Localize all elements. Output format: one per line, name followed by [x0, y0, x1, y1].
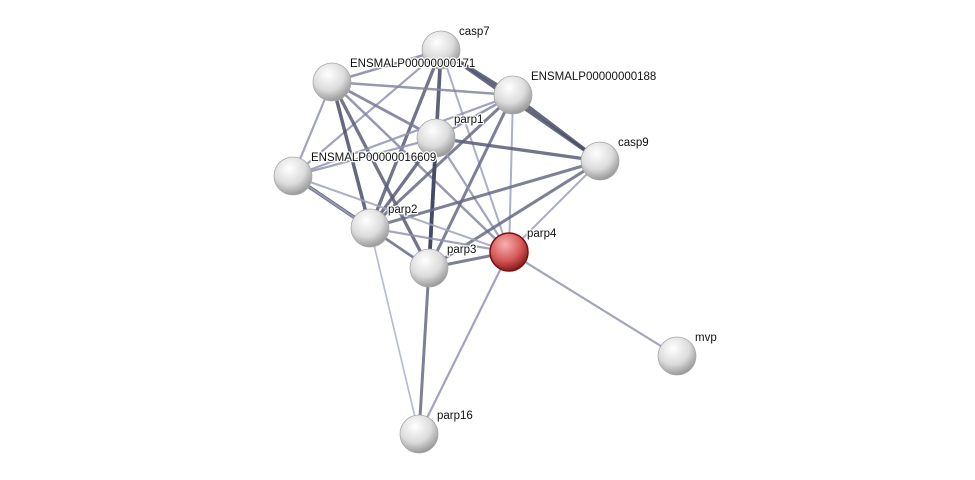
edge-parp1-parp3[interactable] — [427, 137, 438, 269]
edge-parp1-ENSMALP00000016609[interactable] — [292, 136, 437, 178]
edge-ENSMALP00000016609-parp4[interactable] — [292, 175, 510, 253]
edge-ENSMALP00000000171-ENSMALP00000000188[interactable] — [331, 80, 514, 97]
node-parp2[interactable] — [350, 208, 390, 248]
node-label-casp7: casp7 — [459, 26, 490, 38]
label-layer: ENSMALP00000000171 casp7ENSMALP0000000018… — [310, 25, 718, 424]
edge-parp1-casp9[interactable] — [435, 136, 601, 163]
node-label-parp16: parp16 — [437, 410, 473, 422]
node-ENSMALP00000000171[interactable] — [312, 62, 352, 102]
edge-parp1-parp4[interactable] — [435, 137, 510, 253]
node-label-parp2: parp2 — [388, 204, 417, 216]
node-label-casp9: casp9 — [618, 137, 649, 149]
node-layer — [273, 30, 697, 454]
edge-layer — [291, 48, 678, 435]
node-label-ENSMALP00000016609: ENSMALP00000016609 — [311, 152, 436, 164]
node-label-parp3: parp3 — [447, 244, 476, 256]
node-label-ENSMALP00000000171: ENSMALP00000000171 — [350, 58, 475, 70]
node-casp9[interactable] — [580, 141, 620, 181]
edge-ENSMALP00000000171-parp3[interactable] — [330, 81, 431, 269]
edge-parp2-parp16[interactable] — [369, 227, 420, 435]
node-label-mvp: mvp — [695, 332, 717, 344]
edge-parp3-parp16[interactable] — [417, 267, 431, 435]
edge-ENSMALP00000000188-parp2[interactable] — [368, 93, 515, 230]
edge-parp4-parp16[interactable] — [418, 251, 510, 435]
edge-casp7-parp4[interactable] — [440, 49, 510, 253]
node-mvp[interactable] — [657, 336, 697, 376]
node-parp3[interactable] — [409, 248, 449, 288]
edge-casp9-parp3[interactable] — [428, 159, 601, 270]
node-parp16[interactable] — [399, 414, 439, 454]
edge-parp4-mvp[interactable] — [508, 251, 678, 357]
node-label-parp1: parp1 — [454, 114, 483, 126]
node-label-parp4: parp4 — [527, 228, 557, 240]
edge-parp2-parp4[interactable] — [369, 226, 510, 254]
node-parp1[interactable] — [416, 118, 456, 158]
edge-ENSMALP00000000188-parp3[interactable] — [427, 94, 515, 269]
edge-casp7-ENSMALP00000016609[interactable] — [292, 49, 442, 177]
node-ENSMALP00000000188[interactable] — [493, 75, 533, 115]
edge-casp7-parp2[interactable] — [368, 49, 443, 229]
edge-ENSMALP00000000188-ENSMALP00000016609[interactable] — [292, 93, 514, 178]
node-label-ENSMALP00000000188: ENSMALP00000000188 — [531, 71, 656, 83]
node-casp7[interactable] — [421, 30, 461, 70]
edge-ENSMALP00000000171-parp4[interactable] — [331, 81, 510, 253]
edge-ENSMALP00000000188-parp4[interactable] — [508, 94, 514, 253]
node-ENSMALP00000016609[interactable] — [273, 156, 313, 196]
node-parp4[interactable] — [489, 232, 529, 272]
edge-casp9-parp4[interactable] — [508, 160, 601, 253]
